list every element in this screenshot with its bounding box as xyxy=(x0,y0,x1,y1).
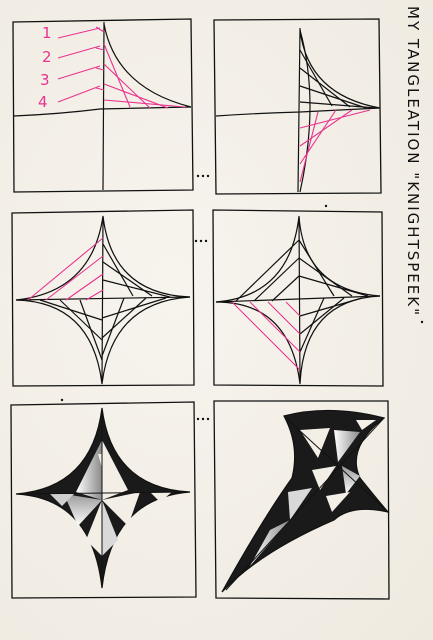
step-label-3: 3 xyxy=(40,71,50,89)
tile-frame-2 xyxy=(213,18,382,195)
tile-5-drawing xyxy=(15,407,191,589)
tile-6-drawing xyxy=(221,409,390,593)
tile-frame-4 xyxy=(212,209,384,387)
tile-frame-6 xyxy=(213,400,390,600)
tile-3-drawing xyxy=(15,215,191,385)
step-label-2: 2 xyxy=(42,48,52,66)
tile-2-drawing xyxy=(215,27,381,193)
page-title: MY TANGLEATION "KNIGHTSPEEK" xyxy=(404,6,422,317)
tile-frame-1 xyxy=(12,18,194,193)
tile-frame-5 xyxy=(10,401,197,599)
step-label-4: 4 xyxy=(38,93,48,111)
tile-1-drawing xyxy=(13,21,192,191)
step-label-1: 1 xyxy=(42,24,52,42)
tile-4-drawing xyxy=(215,215,381,385)
tile-frame-3 xyxy=(11,209,195,387)
step-dots xyxy=(60,174,424,421)
